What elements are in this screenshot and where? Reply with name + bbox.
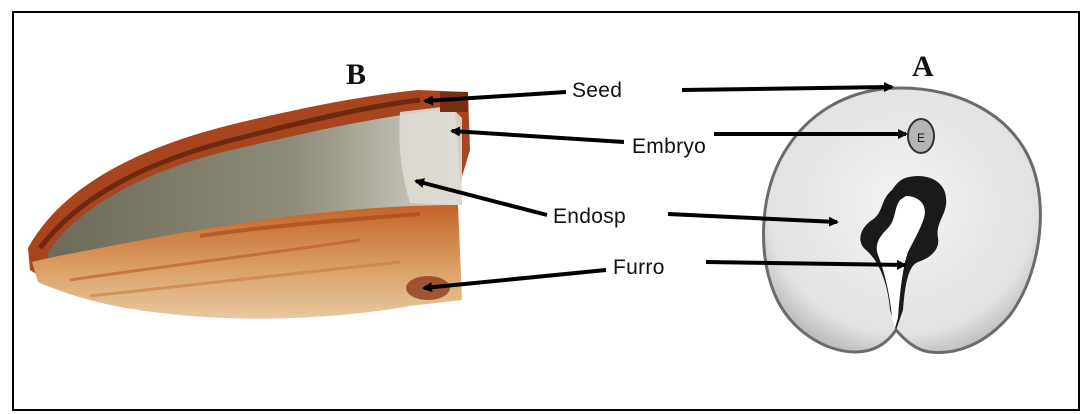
seed-photo-b: [28, 90, 470, 319]
panel-label-b: B: [346, 58, 366, 92]
arrow-seed-a: [682, 87, 892, 90]
embryo-marker: E: [917, 131, 925, 145]
label-embryo: Embryo: [632, 135, 706, 159]
seed-tip: [440, 92, 468, 112]
label-endosperm: Endosp: [553, 205, 626, 229]
arrow-embryo-b: [452, 131, 624, 142]
label-furrow: Furro: [613, 256, 665, 280]
label-seed: Seed: [572, 79, 622, 103]
panel-label-a: A: [912, 50, 934, 84]
